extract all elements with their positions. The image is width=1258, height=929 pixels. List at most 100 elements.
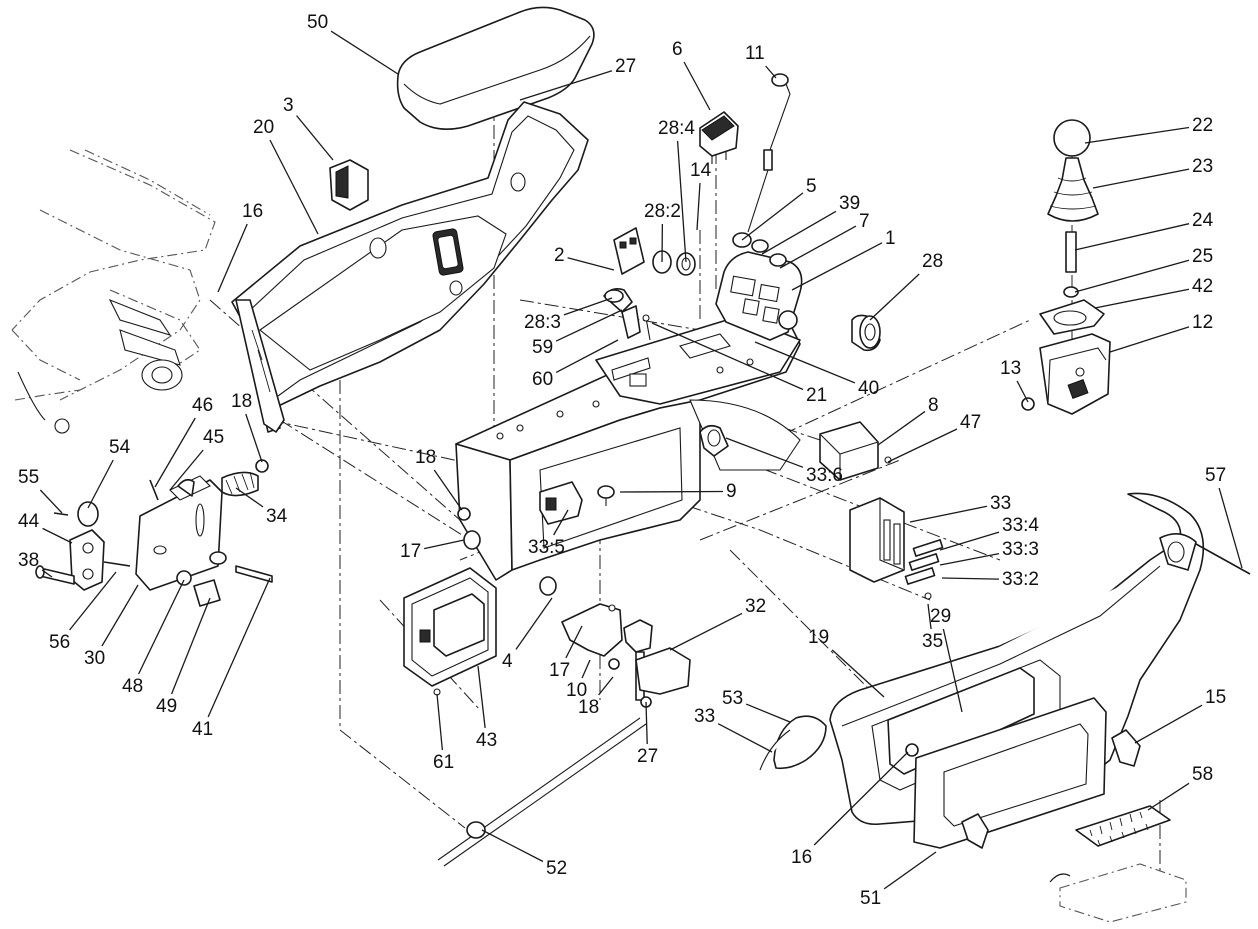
- leader-line: [939, 553, 1000, 566]
- callout-label: 29: [930, 606, 951, 627]
- callout-label: 56: [49, 632, 70, 653]
- callout-label: 18: [231, 391, 252, 412]
- callout-label: 42: [1192, 276, 1213, 297]
- leader-line: [645, 701, 648, 745]
- leader-line: [1094, 288, 1190, 309]
- leader-line: [939, 531, 1000, 551]
- leader-line: [676, 140, 687, 263]
- connector-33-6: [699, 424, 729, 457]
- callout-label: 30: [84, 648, 105, 669]
- leader-line: [436, 693, 444, 751]
- callout-label: 51: [860, 888, 881, 909]
- leader-line: [813, 751, 909, 846]
- leader-line: [555, 339, 619, 373]
- callout-label: 18: [415, 447, 436, 468]
- leader-line: [1074, 259, 1190, 293]
- leader-line: [567, 257, 615, 271]
- leader-line: [207, 577, 271, 718]
- callout-label: 39: [839, 193, 860, 214]
- bracket-10: [561, 603, 623, 670]
- leader-line: [887, 428, 958, 463]
- leader-line: [669, 612, 743, 651]
- lever-bracket-32: [623, 619, 691, 708]
- leader-line: [598, 676, 614, 696]
- leader-line: [138, 579, 185, 675]
- key-parts-cluster: [603, 227, 696, 341]
- leader-line: [330, 30, 399, 75]
- leader-line: [909, 505, 988, 523]
- callout-label: 28:3: [524, 312, 561, 333]
- leader-line: [683, 61, 711, 111]
- callout-label: 38: [18, 550, 39, 571]
- callout-label: 32: [745, 596, 766, 617]
- callout-label: 7: [859, 211, 870, 232]
- leader-line: [217, 223, 248, 293]
- leader-line: [761, 210, 837, 255]
- leader-line: [433, 469, 463, 511]
- leader-line: [581, 659, 591, 679]
- throttle-cable-11: [747, 73, 791, 233]
- leader-line: [555, 309, 623, 342]
- callout-label: 21: [806, 385, 827, 406]
- switch-panel: [715, 232, 803, 341]
- leader-line: [170, 597, 211, 695]
- decal-58: [1049, 805, 1187, 923]
- leader-line: [41, 569, 53, 578]
- callout-label: 33:4: [1002, 515, 1039, 536]
- callout-label: 28:4: [658, 118, 695, 139]
- callout-label: 33: [694, 706, 715, 727]
- callout-label: 33:2: [1002, 569, 1039, 590]
- leader-line: [754, 341, 856, 384]
- callout-label: 6: [672, 39, 683, 60]
- callout-label: 16: [242, 201, 263, 222]
- instrument-housing: [759, 492, 1251, 849]
- callout-label: 4: [502, 651, 513, 672]
- callout-label: 2: [554, 245, 565, 266]
- leader-line: [1134, 704, 1203, 744]
- callout-label: 33:5: [528, 537, 565, 558]
- fuse-block-33: [849, 497, 944, 600]
- callout-label: 17: [549, 660, 570, 681]
- callout-label: 40: [858, 378, 879, 399]
- leader-line: [296, 115, 334, 161]
- leader-line: [1084, 126, 1190, 144]
- callout-label: 27: [637, 746, 658, 767]
- rocker-switch: [699, 111, 739, 164]
- callout-label: 1: [885, 228, 896, 249]
- leader-line: [565, 625, 583, 659]
- cable-52: [437, 717, 647, 867]
- callout-label: 12: [1192, 312, 1213, 333]
- callout-label: 47: [960, 412, 981, 433]
- leader-line: [1147, 782, 1190, 811]
- leader-line: [1074, 223, 1190, 251]
- callout-label: 50: [307, 12, 328, 33]
- plate-components: [457, 481, 615, 636]
- leader-line: [941, 577, 1000, 580]
- callout-label: 61: [433, 752, 454, 773]
- callout-label: 24: [1192, 210, 1214, 231]
- leader-line: [651, 322, 804, 391]
- leader-line: [519, 70, 613, 101]
- callout-label: 17: [400, 541, 421, 562]
- leader-line: [515, 597, 553, 650]
- latch-part-3: [329, 159, 369, 211]
- leader-line: [154, 417, 196, 488]
- leader-line: [1109, 326, 1190, 353]
- callout-label: 13: [1000, 358, 1021, 379]
- callout-label: 28: [922, 251, 943, 272]
- leader-line: [927, 603, 932, 630]
- key-switch-28: [851, 314, 881, 352]
- armrest-pad: [396, 6, 595, 130]
- main-mounting-bracket: [455, 315, 801, 581]
- leader-line: [269, 139, 319, 235]
- callout-label: 10: [566, 680, 587, 701]
- leader-line: [883, 851, 937, 890]
- callout-label: 57: [1205, 465, 1226, 486]
- leader-line: [553, 509, 569, 536]
- joystick-assembly: [1021, 119, 1111, 415]
- leader-line: [42, 527, 73, 544]
- callout-label: 58: [1192, 764, 1213, 785]
- relay-8: [819, 421, 892, 481]
